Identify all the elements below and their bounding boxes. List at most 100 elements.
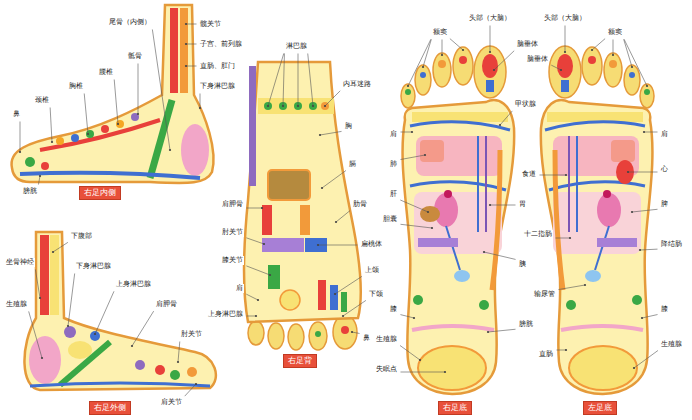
leader-dot (321, 187, 323, 189)
part-label: 膝 (660, 305, 669, 314)
part-label: 肘关节 (221, 228, 244, 237)
leader-dot (195, 383, 197, 385)
leader-dot (441, 54, 443, 56)
leader-dot (199, 107, 201, 109)
part-label: 生殖腺 (660, 340, 683, 349)
leader-dot (51, 141, 53, 143)
part-label: 失眠点 (375, 365, 398, 374)
leader-dot (261, 207, 263, 209)
part-label: 骶骨 (127, 52, 143, 61)
leader-dot (67, 325, 69, 327)
foot-zone (24, 232, 215, 390)
leader-dot (584, 284, 586, 286)
part-label: 肩胛骨 (221, 200, 244, 209)
foot-zone (25, 157, 35, 167)
caption-box: 右足底 (438, 401, 472, 415)
foot-zone (56, 137, 64, 145)
part-label: 颈椎 (34, 96, 50, 105)
leader-dot (39, 297, 41, 299)
right-sole-figure (401, 46, 514, 394)
leader-dot (413, 317, 415, 319)
leader-line (132, 311, 154, 346)
foot-zone (330, 285, 338, 310)
leader-dot (334, 293, 336, 295)
dorsum-figure (244, 62, 361, 350)
leader-line (442, 40, 443, 56)
foot-zone (262, 238, 304, 252)
liver-zone (420, 206, 440, 222)
foot-zone (86, 130, 94, 138)
leader-line (490, 26, 491, 53)
leader-line (632, 209, 658, 212)
leader-dot (627, 171, 629, 173)
foot-zone (12, 5, 214, 183)
leader-dot (257, 299, 259, 301)
part-label: 膀胱 (22, 187, 38, 196)
leader-dot (591, 49, 593, 51)
leader-dot (407, 85, 409, 87)
part-label: 胸 (344, 122, 353, 131)
part-label: 脾 (660, 200, 669, 209)
foot-zone (264, 102, 272, 110)
leader-line (247, 208, 263, 209)
leader-line (450, 39, 463, 50)
leader-line (283, 53, 284, 106)
part-label: 脑垂体 (516, 40, 539, 49)
leader-dot (612, 54, 614, 56)
leader-line (640, 249, 658, 251)
part-label: 肩 (660, 130, 669, 139)
leader-dot (131, 345, 133, 347)
leader-dot (411, 131, 413, 133)
foot-zone (268, 170, 310, 200)
leader-line (558, 285, 585, 290)
leader-line (401, 132, 413, 133)
leader-line (408, 39, 431, 86)
part-label: 额窦 (432, 28, 448, 37)
leader-line (565, 26, 566, 53)
leader-line (500, 111, 512, 125)
foot-zone (135, 360, 145, 370)
part-label: 直肠 (538, 350, 554, 359)
foot-zone (248, 321, 264, 345)
leader-line (320, 131, 342, 135)
part-label: 坐骨神经 (5, 258, 35, 267)
foot-zone (341, 292, 347, 312)
leader-line (613, 40, 614, 56)
caption-box: 右足背 (283, 354, 317, 368)
foot-zone (71, 134, 79, 142)
outer-side-figure (24, 232, 215, 390)
leader-line (628, 172, 658, 173)
leader-dot (633, 367, 635, 369)
foot-zone (155, 365, 165, 375)
leader-line (352, 332, 360, 334)
caption-text: 右足背 (288, 356, 312, 366)
leader-dot (19, 151, 21, 153)
foot-zone (288, 324, 304, 350)
leader-line (343, 300, 366, 316)
part-label: 内耳迷路 (342, 80, 372, 89)
leader-line (400, 224, 432, 228)
part-label: 上颌 (364, 266, 380, 275)
part-label: 上身淋巴腺 (115, 280, 152, 289)
leader-line (68, 273, 75, 326)
leader-line (556, 238, 571, 239)
leader-dot (427, 211, 429, 213)
leader-dot (422, 66, 424, 68)
part-label: 胸椎 (68, 82, 84, 91)
caption-box: 右足外侧 (89, 401, 131, 415)
foot-zone (90, 331, 100, 341)
part-label: 下身淋巴腺 (199, 82, 236, 91)
leader-line (20, 122, 21, 153)
leader-line (400, 200, 428, 212)
leader-line (246, 294, 258, 300)
leader-dot (499, 124, 501, 126)
part-label: 脑垂体 (526, 55, 549, 64)
foot-zone (300, 205, 310, 235)
leader-line (400, 345, 420, 360)
leader-dot (39, 175, 41, 177)
foot-zone (40, 120, 160, 150)
leader-line (38, 176, 40, 185)
left-sole-figure (541, 46, 654, 394)
